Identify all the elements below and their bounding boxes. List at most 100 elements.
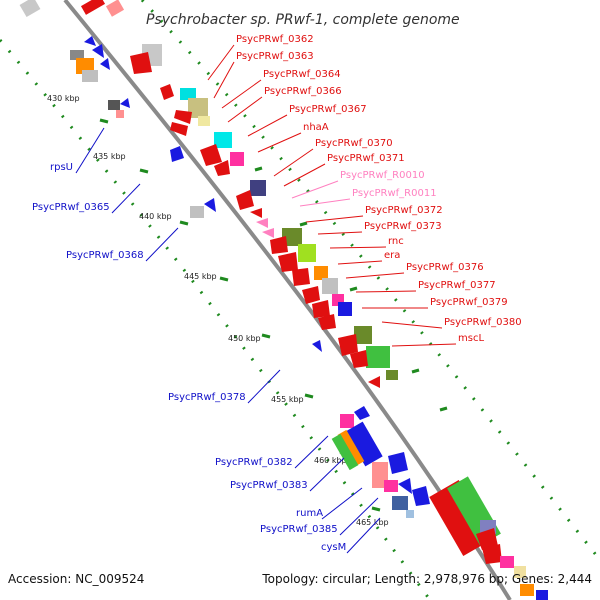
kbp-label-465: 465 kbp [356,518,389,527]
forward-gene-label[interactable]: mscL [458,333,484,344]
forward-gene-labels: PsycPRwf_0362PsycPRwf_0363PsycPRwf_0364P… [236,34,522,344]
forward-gene-label[interactable]: PsycPRwf_0367 [289,104,367,115]
gene-block [520,584,534,596]
reverse-gene-labels: rpsU PsycPRwf_0365PsycPRwf_0368PsycPRwf_0… [32,162,346,553]
gene-arrow [236,190,254,210]
outer-track-guide [140,0,600,561]
gene-block [340,414,354,428]
reverse-gene-label[interactable]: PsycPRwf_0382 [215,457,293,468]
forward-gene-label[interactable]: PsycPRwf_0370 [315,138,393,149]
gene-arrow [302,286,320,304]
forward-gene-label[interactable]: PsycPRwf_0363 [236,51,314,62]
reverse-gene-label[interactable]: PsycPRwf_0383 [230,480,308,491]
forward-gene-label[interactable]: PsycPRwf_0364 [263,69,341,80]
forward-gene-label[interactable]: PsycPRwf_0371 [327,153,405,164]
leader-line [346,517,381,554]
tick-mark [219,276,229,282]
kbp-label-460: 460 kbp [314,456,347,465]
gene-block [366,346,390,368]
tick-mark [139,168,149,174]
leader-line [291,180,339,199]
gene-arrow [204,198,216,212]
leader-line [227,96,263,123]
kbp-label-445: 445 kbp [184,272,217,281]
forward-gene-label[interactable]: PsycPRwf_0362 [236,34,314,45]
gene-arrow [350,350,368,368]
gene-arrow [256,218,268,228]
tick-mark [439,406,448,412]
reverse-gene-label[interactable]: cysM [321,542,346,553]
gene-arrow [120,98,130,108]
gene-block [82,70,98,82]
forward-gene-label[interactable]: nhaA [303,122,329,133]
leader-line [381,321,443,329]
leader-line [257,132,302,153]
leader-line [355,290,417,293]
forward-gene-label[interactable]: PsycPRwf_R0010 [340,170,425,181]
gene-block [250,180,266,196]
inner-track-guide [0,39,432,600]
gene-block [345,421,383,467]
tick-mark [371,506,381,512]
forward-gene-label[interactable]: PsycPRwf_0373 [364,221,442,232]
forward-gene-label[interactable]: PsycPRwf_R0011 [352,188,437,199]
gene-arrow [250,208,262,218]
tick-marks [99,118,448,512]
forward-gene-label[interactable]: rnc [388,236,404,247]
gene-block [386,370,398,380]
gene-block [384,480,398,492]
gene-arrow [160,84,174,100]
leader-line [329,246,387,249]
gene-arrow [100,58,110,70]
gene-arrow [214,160,230,176]
reverse-gene-label[interactable]: rumA [296,508,323,519]
gene-arrow [170,122,188,136]
leader-line [317,231,363,235]
reverse-gene-label[interactable]: PsycPRwf_0368 [66,250,144,261]
leader-line [309,457,345,492]
gene-arrow [278,252,298,272]
leader-line [247,114,288,137]
gene-block [180,88,196,100]
gene-block [214,132,232,148]
gene-block [314,266,328,280]
reverse-gene-label[interactable]: PsycPRwf_0385 [260,524,338,535]
forward-gene-label[interactable]: era [384,250,400,261]
leader-line [111,183,141,214]
tick-mark [304,393,314,399]
gene-arrow [368,376,380,388]
forward-gene-label[interactable]: PsycPRwf_0379 [430,297,508,308]
kbp-label-430: 430 kbp [47,94,80,103]
label-leader-lines [75,44,457,554]
forward-gene-label[interactable]: PsycPRwf_0380 [444,317,522,328]
kbp-label-450: 450 kbp [228,334,261,343]
forward-gene-label[interactable]: PsycPRwf_0377 [418,280,496,291]
kbp-label-440: 440 kbp [139,212,172,221]
gene-block [108,100,120,110]
forward-gene-label[interactable]: PsycPRwf_0372 [365,205,443,216]
gene-arrow [312,340,322,352]
leader-line [299,198,351,207]
map-title: Psychrobacter sp. PRwf-1, complete genom… [146,12,460,28]
leader-line [283,163,326,187]
leader-line [337,260,383,265]
gene-block [322,278,338,294]
kbp-label-435: 435 kbp [93,152,126,161]
reverse-gene-label[interactable]: PsycPRwf_0365 [32,202,110,213]
forward-gene-label[interactable]: PsycPRwf_0376 [406,262,484,273]
gene-arrow [292,268,310,286]
gene-block [392,496,408,510]
gene-block [514,566,526,578]
forward-gene-label[interactable]: PsycPRwf_0366 [264,86,342,97]
leader-line [213,61,235,99]
reverse-gene-label[interactable]: PsycPRwf_0378 [168,392,246,403]
gene-block [500,556,514,568]
gene-features [19,0,548,600]
gene-block [190,206,204,218]
leader-line [145,227,179,262]
reverse-gene-label[interactable]: rpsU [50,162,73,173]
kbp-label-455: 455 kbp [271,395,304,404]
leader-line [345,272,405,279]
